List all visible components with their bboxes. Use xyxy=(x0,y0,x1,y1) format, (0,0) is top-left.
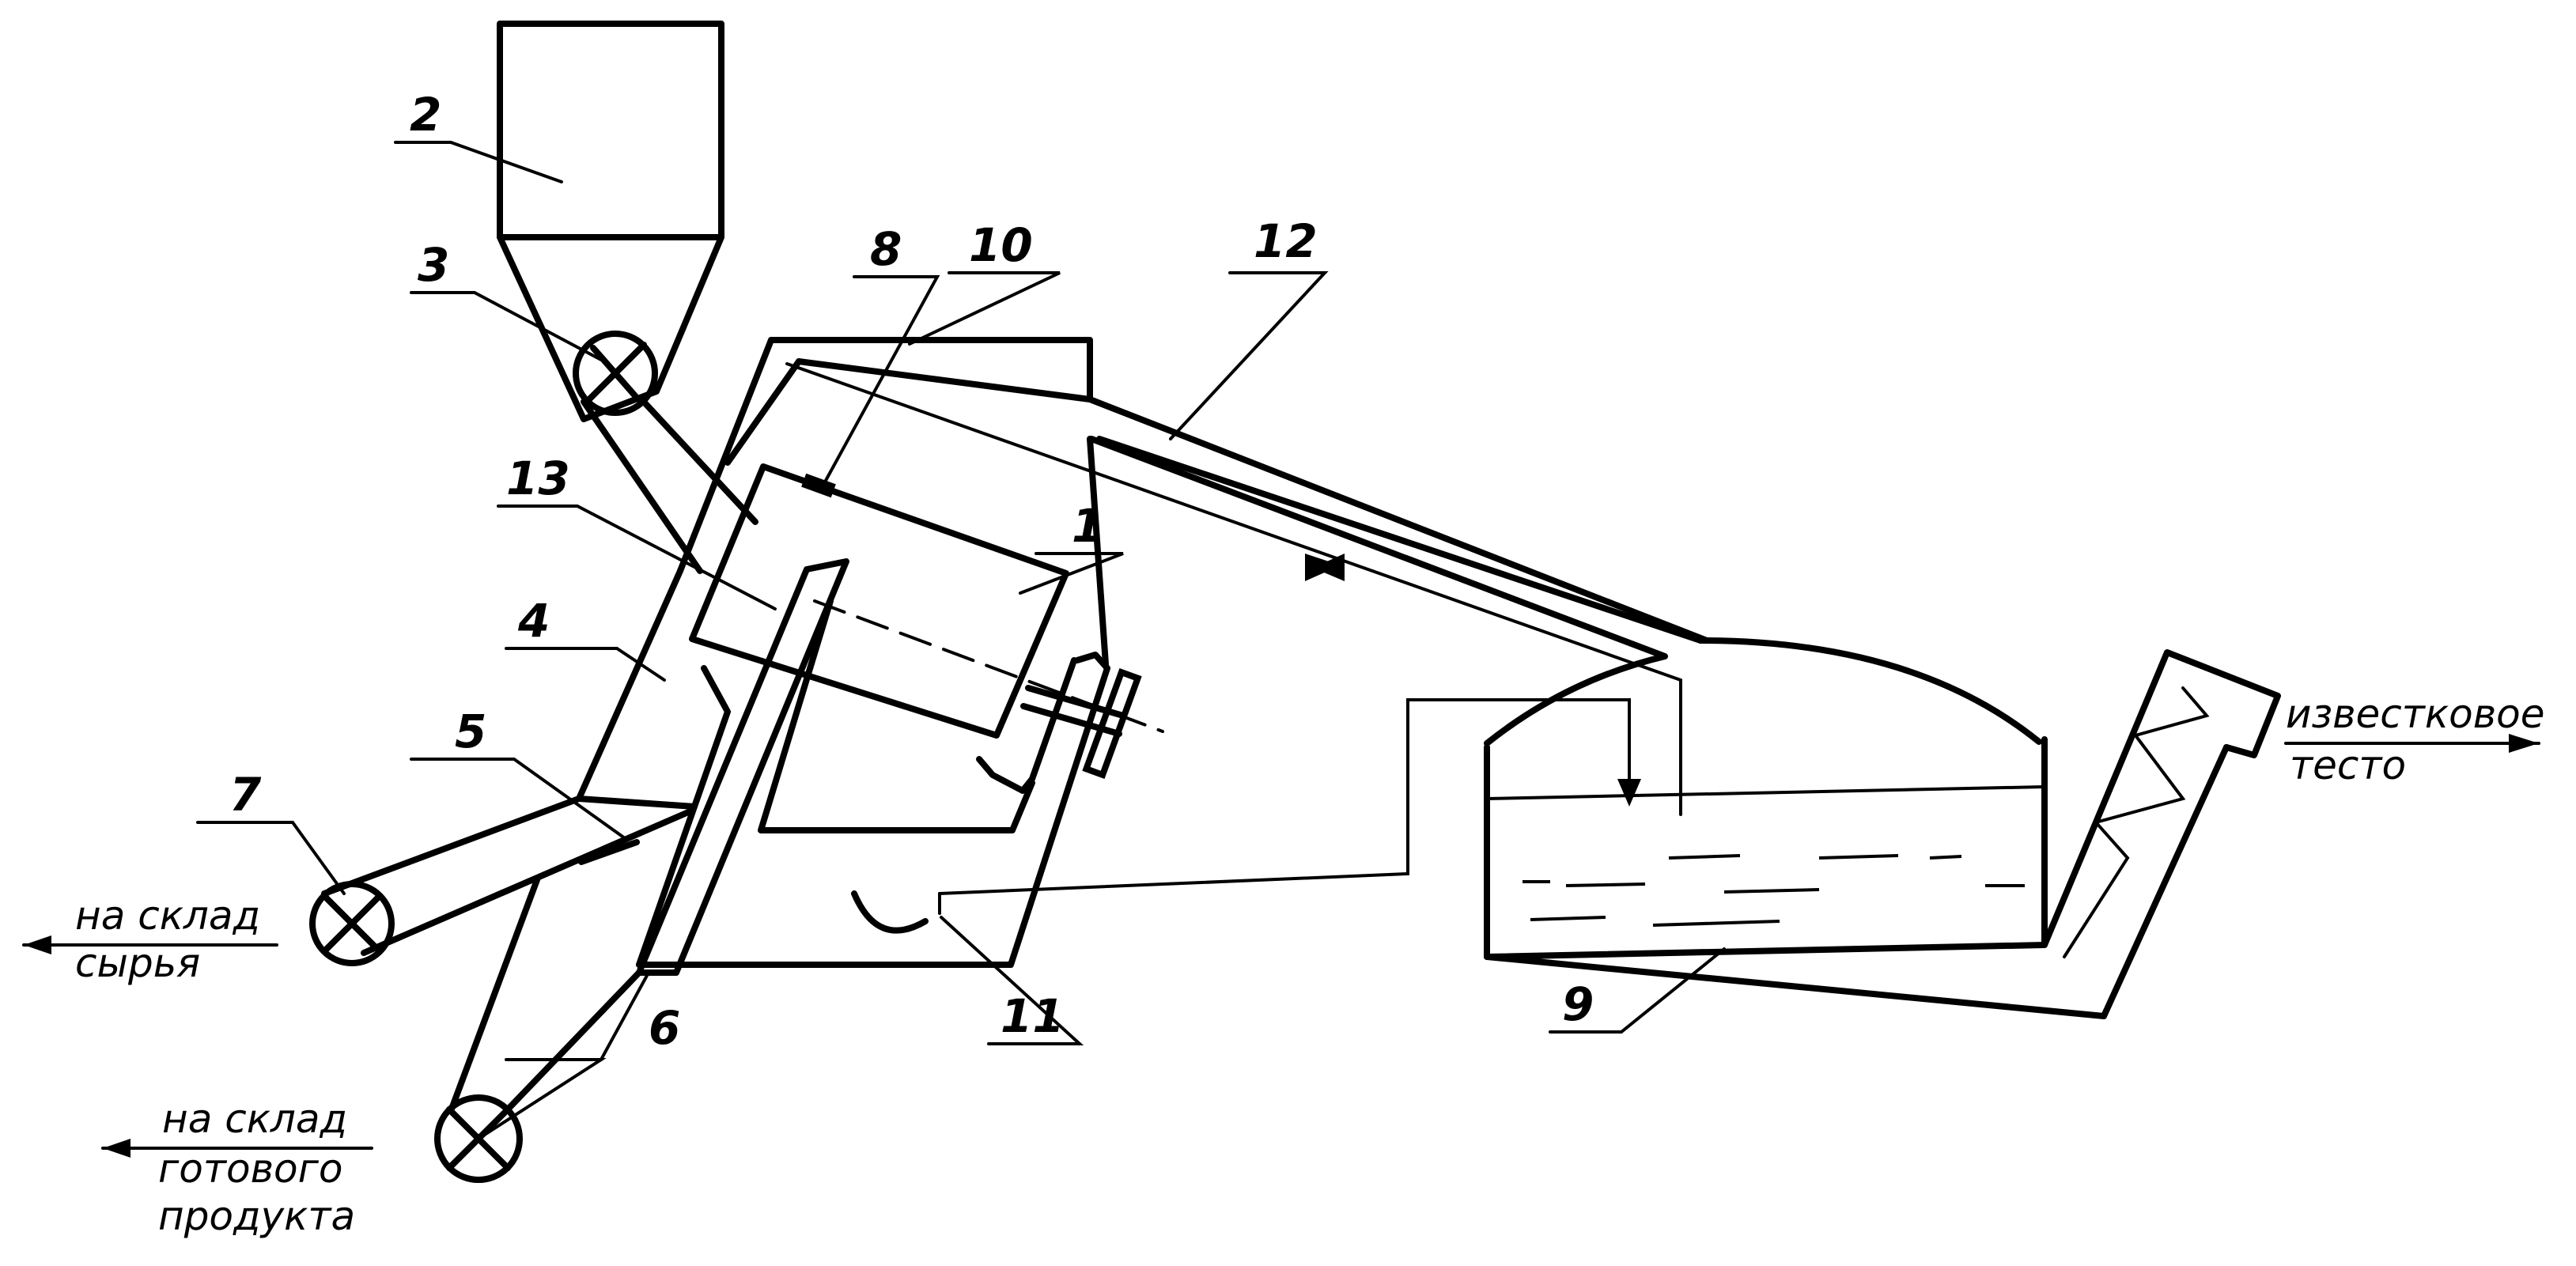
label-7: 7 xyxy=(229,768,262,822)
caption-raw-line1: на склад xyxy=(75,893,260,939)
raw-material-hopper xyxy=(500,24,721,419)
caption-product-line1: на склад xyxy=(162,1096,347,1142)
screw-conveyor xyxy=(2045,652,2278,1016)
label-12: 12 xyxy=(1254,214,1318,268)
leader-lines xyxy=(198,142,1724,1139)
label-5: 5 xyxy=(455,705,486,758)
output-arrows xyxy=(24,734,2539,1158)
label-9: 9 xyxy=(1562,977,1594,1031)
label-11: 11 xyxy=(1001,989,1065,1043)
lower-casing xyxy=(579,571,1107,965)
label-10: 10 xyxy=(969,218,1033,272)
discharge-plate xyxy=(639,561,846,973)
drum-sensor-8 xyxy=(801,474,836,498)
label-13: 13 xyxy=(506,452,570,505)
label-6: 6 xyxy=(649,1001,680,1055)
vapor-duct xyxy=(1090,399,2039,743)
slaking-tank xyxy=(1487,739,2104,1016)
air-nozzle xyxy=(854,894,940,931)
caption-raw-line2: сырья xyxy=(75,940,200,986)
label-3: 3 xyxy=(418,238,449,292)
caption-lime-line1: известковое xyxy=(2286,691,2545,737)
label-1: 1 xyxy=(1072,499,1103,553)
arrow-product-left xyxy=(103,1139,131,1158)
label-2: 2 xyxy=(410,88,441,142)
label-4: 4 xyxy=(517,594,550,648)
arrow-raw-left xyxy=(24,935,51,954)
caption-lime-line2: тесто xyxy=(2290,743,2406,788)
caption-product-line3: продукта xyxy=(158,1193,355,1239)
drum-housing xyxy=(680,340,1106,664)
product-discharge xyxy=(437,878,639,1180)
raw-material-conveyor xyxy=(312,799,694,963)
caption-product-line2: готового xyxy=(158,1146,343,1192)
label-8: 8 xyxy=(870,222,902,276)
